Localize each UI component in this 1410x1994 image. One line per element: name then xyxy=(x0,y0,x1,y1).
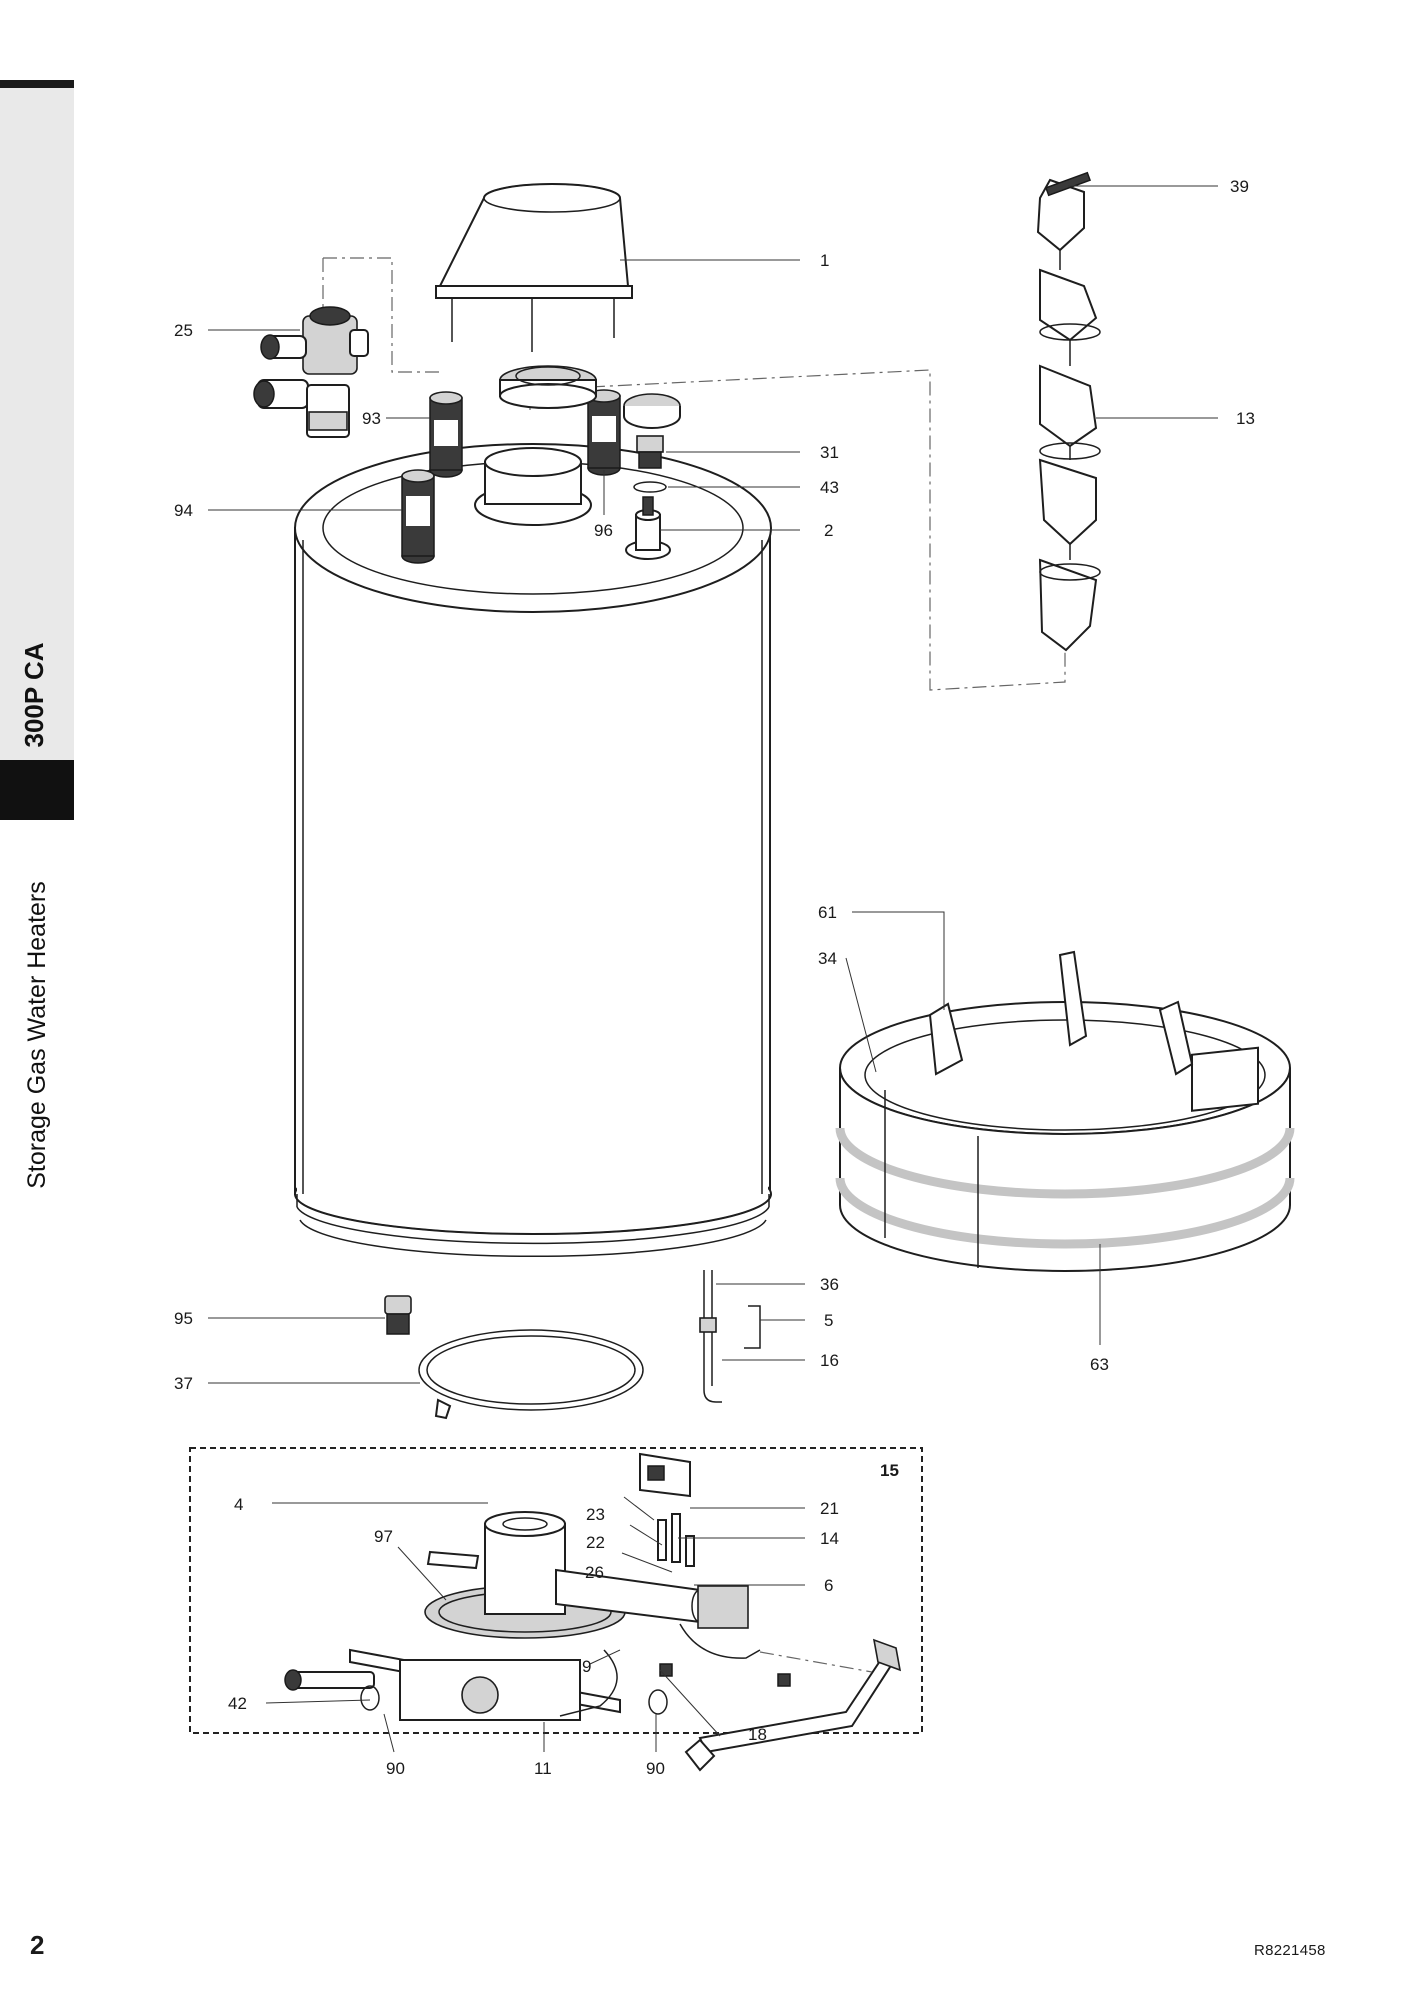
combustion-ring-37 xyxy=(418,1329,644,1420)
page-number: 2 xyxy=(30,1930,45,1960)
burner-assembly xyxy=(284,1452,902,1772)
callout-6: 6 xyxy=(824,1576,833,1595)
callout-93: 93 xyxy=(362,409,381,428)
sidebar-panel xyxy=(0,88,74,760)
callout-37: 37 xyxy=(174,1374,193,1393)
sidebar-top-rule xyxy=(0,80,74,88)
relief-valve-25 xyxy=(253,306,369,438)
washer-43 xyxy=(633,481,667,493)
callout-14: 14 xyxy=(820,1529,839,1548)
callout-39: 39 xyxy=(1230,177,1249,196)
bracket-5 xyxy=(744,1305,761,1349)
drain-valve-95 xyxy=(384,1295,412,1335)
flue-collar-gasket xyxy=(499,365,597,409)
callout-97: 97 xyxy=(374,1527,393,1546)
draft-hood xyxy=(435,183,633,352)
callout-31: 31 xyxy=(820,443,839,462)
callout-26: 26 xyxy=(585,1563,604,1582)
anode-outlet-fitting xyxy=(625,496,671,560)
callout-16: 16 xyxy=(820,1351,839,1370)
callout-34: 34 xyxy=(818,949,837,968)
callout-61: 61 xyxy=(818,903,837,922)
callout-90-right: 90 xyxy=(646,1759,665,1778)
leader-lines xyxy=(208,185,1218,1753)
callout-9: 9 xyxy=(582,1657,591,1676)
callout-21: 21 xyxy=(820,1499,839,1518)
callout-94: 94 xyxy=(174,501,193,520)
callout-63: 63 xyxy=(1090,1355,1109,1374)
callout-42: 42 xyxy=(228,1694,247,1713)
callout-15: 15 xyxy=(880,1461,899,1480)
callout-13: 13 xyxy=(1236,409,1255,428)
callout-1: 1 xyxy=(820,251,829,270)
callout-23: 23 xyxy=(586,1505,605,1524)
burner-assembly-frame xyxy=(189,1447,923,1734)
callout-2: 2 xyxy=(824,521,833,540)
pipe-nipple-94 xyxy=(401,469,435,564)
callout-labels: 1 2 4 5 6 9 11 13 14 15 16 18 21 22 23 2… xyxy=(174,177,1255,1778)
callout-5: 5 xyxy=(824,1311,833,1330)
flue-outlet xyxy=(474,447,592,526)
heat-baffle xyxy=(1036,171,1101,652)
gas-tube-36 xyxy=(699,1270,722,1403)
tank-body xyxy=(294,443,772,1258)
drawing-reference: R8221458 xyxy=(1254,1942,1326,1959)
callout-22: 22 xyxy=(586,1533,605,1552)
base-skirt xyxy=(835,950,1295,1272)
callout-11: 11 xyxy=(534,1759,552,1778)
callout-43: 43 xyxy=(820,478,839,497)
callout-4: 4 xyxy=(234,1495,243,1514)
callout-95: 95 xyxy=(174,1309,193,1328)
callout-96: 96 xyxy=(594,521,613,540)
callout-25: 25 xyxy=(174,321,193,340)
plug-cap xyxy=(623,393,681,429)
sidebar-marker xyxy=(0,760,74,820)
pipe-nipple-96 xyxy=(587,389,621,476)
callout-90-left: 90 xyxy=(386,1759,405,1778)
callout-36: 36 xyxy=(820,1275,839,1294)
callout-18: 18 xyxy=(748,1725,767,1744)
pipe-nipple-93 xyxy=(429,391,463,478)
plug-31 xyxy=(636,435,664,469)
